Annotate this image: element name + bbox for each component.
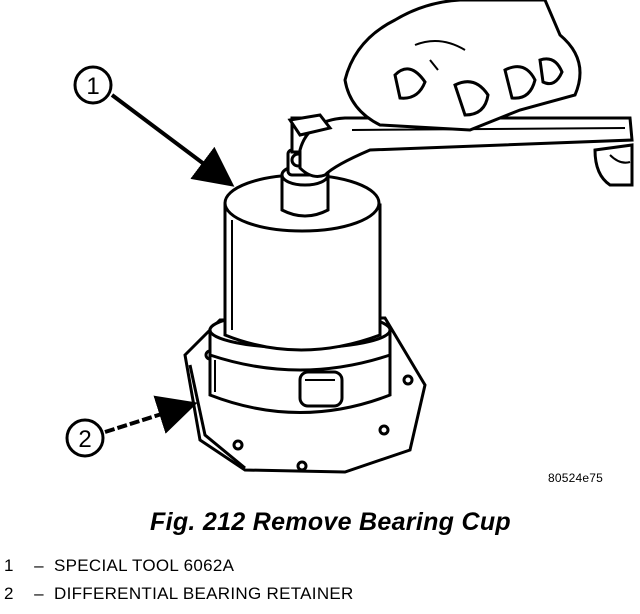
illustration: 1 2 <box>65 0 634 474</box>
legend: 1 –SPECIAL TOOL 6062A 2 –DIFFERENTIAL BEAR… <box>4 552 354 608</box>
callout-1: 1 <box>73 65 235 187</box>
hand <box>343 0 634 187</box>
callout-2: 2 <box>65 395 198 458</box>
legend-dash: – <box>34 584 44 603</box>
legend-number: 1 <box>4 556 14 575</box>
callout-2-number: 2 <box>78 426 91 453</box>
legend-number: 2 <box>4 584 14 603</box>
wrench <box>287 113 634 178</box>
legend-label: SPECIAL TOOL 6062A <box>54 556 235 575</box>
callout-1-number: 1 <box>86 73 99 100</box>
image-code: 80524e75 <box>548 471 603 485</box>
legend-dash: – <box>34 556 44 575</box>
legend-item: 2 –DIFFERENTIAL BEARING RETAINER <box>4 580 354 608</box>
legend-label: DIFFERENTIAL BEARING RETAINER <box>54 584 354 603</box>
legend-item: 1 –SPECIAL TOOL 6062A <box>4 552 354 580</box>
figure-caption: Fig. 212 Remove Bearing Cup <box>150 508 511 536</box>
